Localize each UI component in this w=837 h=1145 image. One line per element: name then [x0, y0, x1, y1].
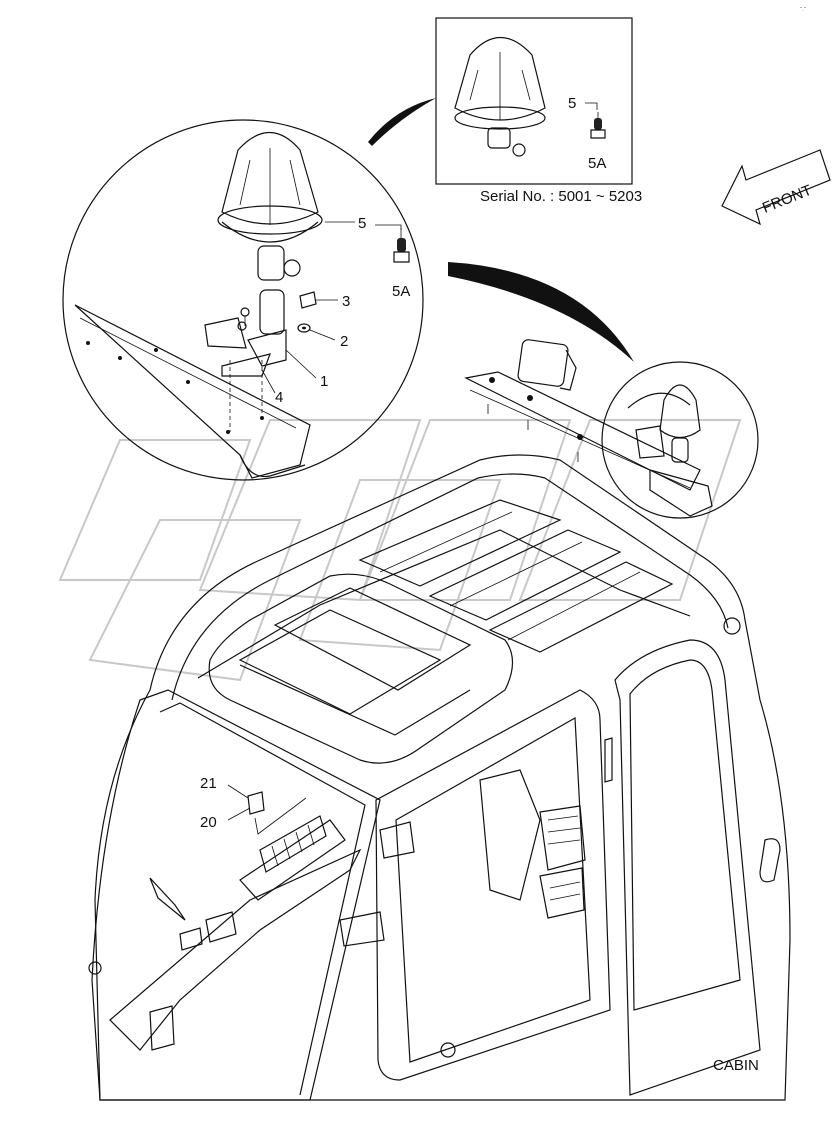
- inset-bulb-label: 5A: [588, 155, 606, 172]
- bolt-icon: [240, 291, 317, 326]
- label-washer: 2: [340, 333, 348, 350]
- inset-pointer-arrow: [368, 98, 436, 146]
- front-windshield-icon: [88, 689, 381, 1101]
- mounting-bracket-icon: [204, 289, 287, 377]
- label-bolt: 3: [342, 293, 350, 310]
- bulb-icon: [393, 228, 410, 263]
- inset-beacon-icon: [454, 36, 546, 157]
- washer-icon: [297, 323, 311, 333]
- label-beacon: 5: [358, 215, 366, 232]
- front-direction-arrow: FRONT: [721, 149, 831, 226]
- inset-part-label: 5: [568, 95, 576, 112]
- inset-frame: [435, 17, 633, 185]
- detail-circle-outline: [62, 119, 424, 481]
- svg-text:˜·˜: ˜·˜: [799, 8, 807, 14]
- detail-circle: 5 5A 3 2 1 4: [62, 119, 424, 481]
- cabin-door-icon: [339, 617, 781, 1096]
- label-bulb: 5A: [392, 283, 410, 300]
- watermark: [58, 419, 742, 682]
- serial-inset: 5 5A Serial No. : 5001 ~ 5203: [435, 17, 642, 205]
- label-switch-bottom: 20: [200, 814, 217, 831]
- switch-icon: [227, 784, 307, 835]
- label-bracket: 1: [320, 373, 328, 390]
- front-arrow-text: FRONT: [760, 182, 814, 217]
- location-circle: [601, 361, 759, 519]
- sunroof-icon: [208, 573, 514, 764]
- label-switch-top: 21: [200, 775, 217, 792]
- detail-pointer-arrow: [448, 262, 634, 362]
- beacon-light-icon: [217, 131, 323, 281]
- roof-light-rail: [464, 339, 701, 491]
- inset-bulb-icon: [590, 112, 606, 139]
- cabin-caption: CABIN: [713, 1057, 759, 1074]
- cabin-body: 21 20: [88, 454, 791, 1101]
- label-plate: 4: [275, 389, 283, 406]
- serial-number-text: Serial No. : 5001 ~ 5203: [480, 188, 642, 205]
